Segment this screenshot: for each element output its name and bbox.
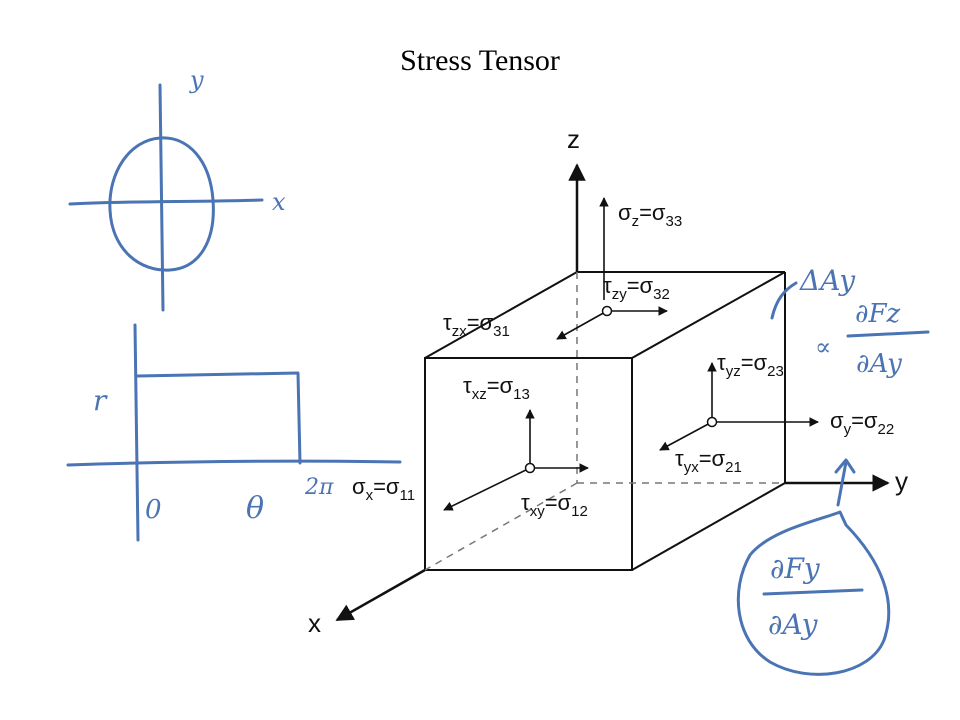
- label-tau-zx: τzx=σ31: [443, 310, 510, 340]
- label-sigma-x: σx=σ11: [352, 474, 415, 504]
- sigma-x-arrow: [443, 467, 531, 511]
- hand-label-y: y: [189, 66, 204, 94]
- handwritten-right-notes: ΔAy ∝ ∂Fz ∂Ay ∂Fy ∂Ay: [736, 264, 930, 676]
- label-tau-xy: τxy=σ12: [521, 490, 588, 520]
- hand-label-delta-ay: ΔAy: [799, 264, 856, 297]
- cube-top-right-edge: [631, 271, 786, 359]
- label-tau-xz: τxz=σ13: [463, 373, 530, 403]
- cube-hidden-edges: [424, 272, 785, 571]
- label-sigma-z: σz=σ33: [618, 200, 682, 230]
- label-tau-zy: τzy=σ32: [603, 273, 670, 303]
- hand-label-r: r: [93, 384, 108, 417]
- tau-zx-arrow: [556, 310, 608, 340]
- label-sigma-y: σy=σ22: [830, 408, 894, 438]
- label-tau-yz: τyz=σ23: [717, 350, 784, 380]
- handwritten-rect-sketch: r 0 θ 2π: [66, 323, 402, 542]
- stress-points: [524, 305, 718, 474]
- label-tau-yx: τyx=σ21: [675, 446, 742, 476]
- hand-frac-bottom-den: ∂Ay: [768, 608, 819, 641]
- slide-title: Stress Tensor: [400, 44, 560, 77]
- z-axis-label: z: [567, 124, 580, 154]
- hand-label-2pi: 2π: [304, 475, 334, 500]
- cube-bottom-right-edge: [631, 482, 786, 571]
- handwritten-circle-sketch: y x: [68, 66, 286, 312]
- y-axis-label: y: [895, 466, 908, 496]
- x-axis-label: x: [308, 608, 321, 638]
- hand-frac-bottom-num: ∂Fy: [770, 552, 821, 585]
- x-axis: [335, 568, 426, 622]
- cube-top-left-edge: [424, 271, 578, 359]
- hand-label-zero: 0: [145, 495, 162, 525]
- hand-frac-top-den: ∂Ay: [856, 349, 902, 379]
- hand-proportional-symbol: ∝: [815, 333, 831, 361]
- hand-label-x: x: [272, 188, 286, 216]
- cube: [424, 271, 786, 571]
- coordinate-axes: [335, 163, 890, 622]
- tau-yx-arrow: [659, 421, 713, 451]
- hand-frac-top-num: ∂Fz: [855, 299, 900, 329]
- hand-label-theta: θ: [246, 491, 264, 526]
- stress-arrows: [443, 197, 819, 511]
